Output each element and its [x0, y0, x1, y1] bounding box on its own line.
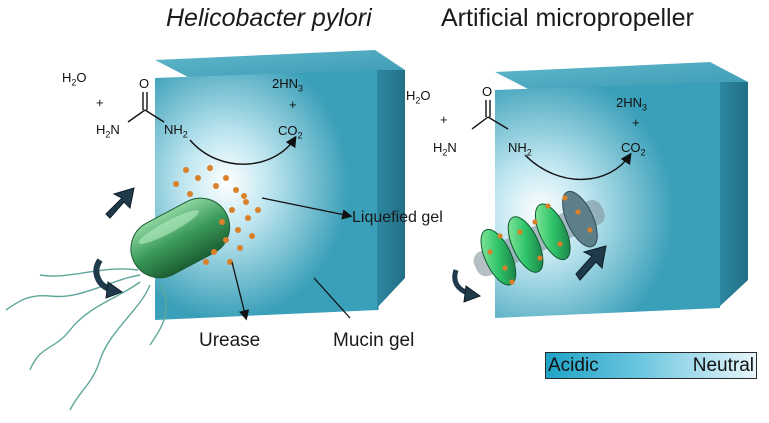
- plus-products-right: +: [632, 115, 640, 130]
- plus-right: +: [440, 112, 448, 127]
- mucin-gel-pointer: [313, 277, 351, 319]
- forward-arrow-right: [575, 245, 607, 281]
- ammonia-right: 2HN3: [616, 95, 648, 113]
- right-cube-front: [495, 82, 720, 318]
- co2-left: CO2: [278, 123, 303, 141]
- carbonyl-o-left: O: [139, 76, 150, 91]
- amine-nh2-left: NH2: [164, 122, 188, 140]
- amine-nh2-right: NH2: [508, 140, 532, 158]
- urea-structure-left: [127, 92, 297, 165]
- legend-acidic: Acidic: [548, 355, 599, 376]
- urea-structure-right: [471, 100, 632, 181]
- urease-particles-right: [487, 195, 593, 285]
- helicobacter-bacterium: [130, 197, 231, 279]
- ammonia-left: 2HN3: [272, 76, 304, 94]
- plus-left: +: [96, 95, 104, 110]
- liquefied-gel-pointer: [261, 197, 353, 220]
- co2-right: CO2: [621, 140, 646, 158]
- water-left: H2O: [62, 70, 87, 88]
- water-right: H2O: [406, 88, 431, 106]
- label-mucin-gel: Mucin gel: [333, 330, 415, 351]
- flagella: [5, 268, 167, 411]
- right-cube-top: [495, 62, 748, 90]
- amine-h2n-left: H2N: [96, 122, 120, 140]
- pointer-lines: [231, 197, 353, 321]
- right-cube-side: [718, 82, 748, 308]
- ph-legend-bar: Acidic Neutral: [545, 352, 757, 379]
- label-liquefied-gel: Liquefied gel: [352, 209, 443, 226]
- forward-arrow-left: [105, 187, 135, 219]
- left-mucin-cube: [155, 50, 405, 320]
- urease-particles-left: [173, 165, 261, 265]
- label-urease: Urease: [199, 330, 261, 351]
- plus-products-left: +: [289, 97, 297, 112]
- title-helicobacter: Helicobacter pylori: [166, 4, 372, 32]
- motion-arrows: [93, 187, 607, 303]
- right-mucin-cube: [495, 62, 748, 318]
- carbonyl-o-right: O: [482, 84, 493, 99]
- title-micropropeller: Artificial micropropeller: [441, 4, 694, 32]
- urease-pointer: [231, 261, 250, 321]
- amine-h2n-right: H2N: [433, 140, 457, 158]
- left-cube-front: [155, 70, 378, 320]
- left-cube-top: [155, 50, 405, 78]
- legend-neutral: Neutral: [692, 355, 754, 376]
- left-cube-side: [375, 70, 405, 310]
